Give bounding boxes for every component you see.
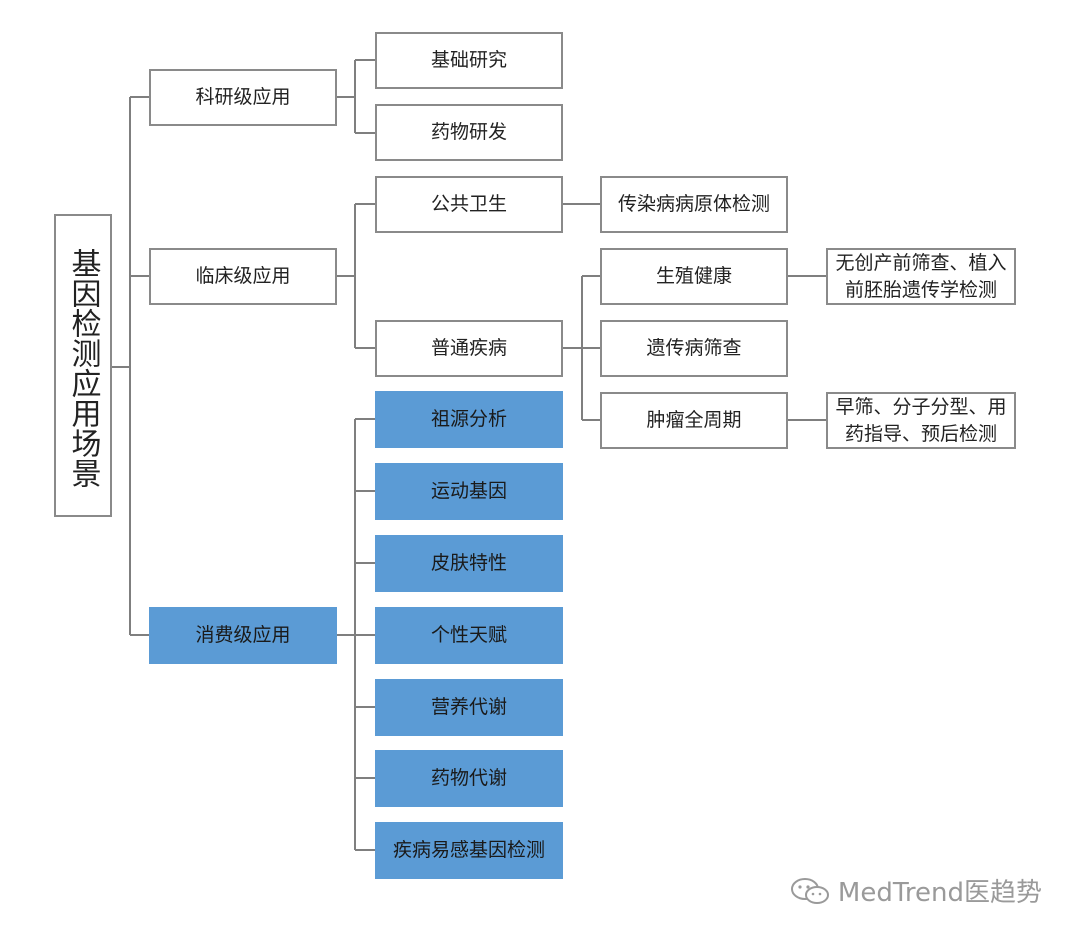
genetic-screening-node: 遗传病筛查 [600,320,788,377]
public-health-node: 公共卫生 [375,176,563,233]
wechat-icon [790,877,829,904]
clinical-node: 临床级应用 [149,248,337,305]
tumor-detail-node: 早筛、分子分型、用药指导、预后检测 [826,392,1016,449]
talent-node: 个性天赋 [375,607,563,664]
common-disease-node: 普通疾病 [375,320,563,377]
consumer-node: 消费级应用 [149,607,337,664]
reproductive-health-node: 生殖健康 [600,248,788,305]
skin-traits-node: 皮肤特性 [375,535,563,592]
sports-gene-node: 运动基因 [375,463,563,520]
research-node: 科研级应用 [149,69,337,126]
basic-research-node: 基础研究 [375,32,563,89]
pathogen-detection-node: 传染病病原体检测 [600,176,788,233]
watermark: MedTrend医趋势 [788,872,1042,909]
ancestry-node: 祖源分析 [375,391,563,448]
drug-metabolism-node: 药物代谢 [375,750,563,807]
drug-development-node: 药物研发 [375,104,563,161]
tumor-cycle-node: 肿瘤全周期 [600,392,788,449]
root-node: 基因检测应用场景 [54,214,112,517]
nutrition-metabolism-node: 营养代谢 [375,679,563,736]
prenatal-screening-node: 无创产前筛查、植入前胚胎遗传学检测 [826,248,1016,305]
watermark-text: MedTrend医趋势 [837,878,1042,908]
disease-susceptibility-node: 疾病易感基因检测 [375,822,563,879]
